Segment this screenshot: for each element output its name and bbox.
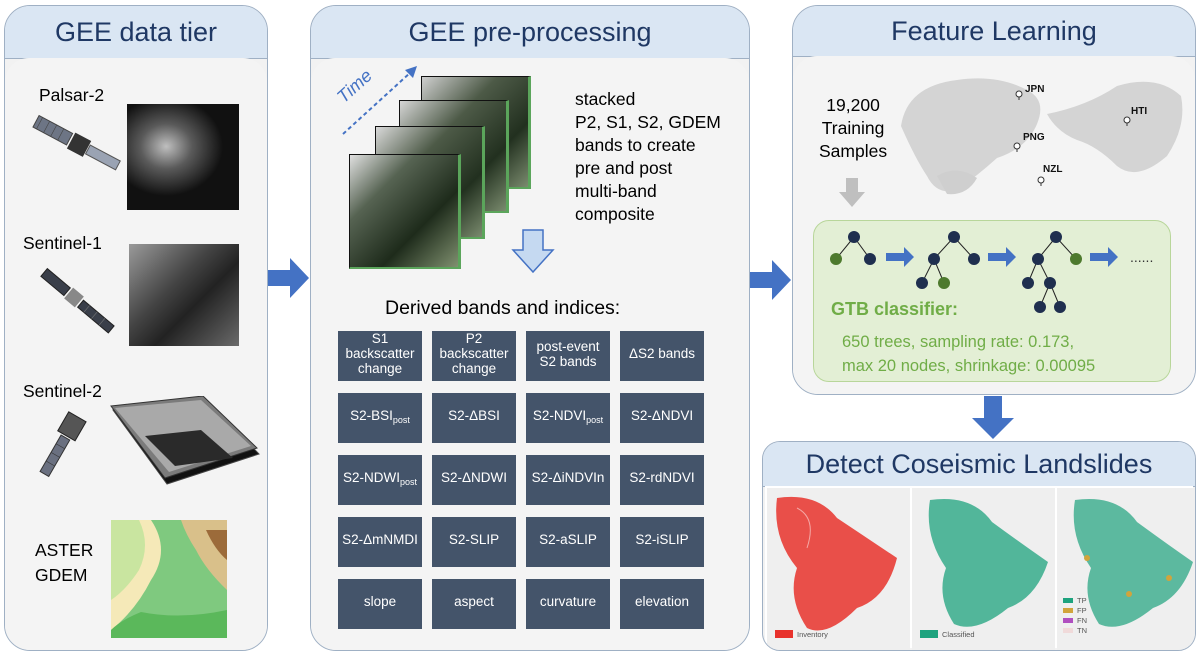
source-label-sentinel1: Sentinel-1 <box>23 233 102 253</box>
band-cell: S2-iSLIP <box>620 517 704 567</box>
legend-tp: TP <box>1077 596 1087 605</box>
panel-data-tier-title: GEE data tier <box>54 16 218 47</box>
band-cell: curvature <box>526 579 610 629</box>
classified-map: Classified <box>912 488 1055 650</box>
band-cell: S2-ΔNDVI <box>620 393 704 443</box>
world-map-icon <box>901 78 1183 195</box>
map-pin-icon <box>1037 176 1045 186</box>
source-label-palsar2: Palsar-2 <box>39 85 105 105</box>
samples-line: Training <box>821 118 885 138</box>
sentinel2-image-stack <box>110 396 260 485</box>
band-cell: S2-ΔmNMDI <box>338 517 422 567</box>
band-cell: S2-SLIP <box>432 517 516 567</box>
band-cell: P2 backscatter change <box>432 331 516 381</box>
tree-ellipsis: ...... <box>1130 249 1154 265</box>
panel-detect-title: Detect Coseismic Landslides <box>805 448 1153 479</box>
source-label-sentinel2: Sentinel-2 <box>23 381 102 401</box>
location-label-hti: HTI <box>1131 106 1148 117</box>
down-arrow-outline <box>511 229 555 274</box>
legend-fp: FP <box>1077 606 1087 615</box>
location-label-nzl: NZL <box>1043 164 1063 175</box>
derived-bands-grid: S1 backscatter change P2 backscatter cha… <box>338 331 704 629</box>
band-cell: S2-NDWIpost <box>338 455 422 505</box>
flow-arrow-right-2 <box>750 260 791 300</box>
samples-line: 19,200 <box>826 95 880 115</box>
gtb-classifier-box: ...... GTB classifier: 650 trees, sampli… <box>813 220 1171 382</box>
panel-preprocessing: GEE pre-processing Time stacked P2, S1, … <box>310 5 750 651</box>
band-cell: aspect <box>432 579 516 629</box>
panel-preprocessing-title: GEE pre-processing <box>408 16 652 47</box>
composite-layer <box>349 154 461 269</box>
stack-text-line: bands to create <box>575 135 696 155</box>
panel-feature-learning: Feature Learning 19,200 Training Samples… <box>792 5 1196 395</box>
band-cell: S2-ΔiNDVIn <box>526 455 610 505</box>
detect-maps: Inventory Classified TP FP <box>765 486 1195 650</box>
band-cell: post-event S2 bands <box>526 331 610 381</box>
palsar2-image <box>127 104 239 210</box>
band-cell: S2-aSLIP <box>526 517 610 567</box>
flow-arrow-right-1 <box>268 258 309 298</box>
accuracy-map: TP FP FN TN <box>1057 488 1195 650</box>
panel-feature-learning-title: Feature Learning <box>891 15 1097 46</box>
band-cell: ΔS2 bands <box>620 331 704 381</box>
stack-text-line: multi-band <box>575 181 657 201</box>
stack-description: stacked P2, S1, S2, GDEM bands to create… <box>575 88 721 226</box>
accuracy-map-drawing: TP FP FN TN <box>1063 498 1193 635</box>
derived-bands-title: Derived bands and indices: <box>385 297 621 319</box>
stack-text-line: composite <box>575 204 655 224</box>
down-arrow-gray <box>839 178 865 207</box>
location-label-jpn: JPN <box>1025 84 1045 95</box>
satellite-palsar-icon <box>32 114 121 171</box>
stack-text-line: stacked <box>575 89 636 109</box>
panel-feature-learning-header: Feature Learning <box>793 6 1195 57</box>
aster-gdem-image <box>111 520 227 638</box>
stack-text-line: pre and post <box>575 158 673 178</box>
composite-stack <box>347 76 547 276</box>
classified-legend-text: Classified <box>942 630 975 639</box>
panel-data-tier-header: GEE data tier <box>5 6 267 59</box>
band-cell: S2-NDVIpost <box>526 393 610 443</box>
band-cell: S1 backscatter change <box>338 331 422 381</box>
satellite-sentinel2-icon <box>39 411 87 478</box>
decision-tree-icon <box>830 231 1118 313</box>
gtb-param-line-1: 650 trees, sampling rate: 0.173, <box>842 333 1075 351</box>
time-arrow <box>342 66 417 135</box>
panel-detect-header: Detect Coseismic Landslides <box>763 442 1195 487</box>
panel-preprocessing-header: GEE pre-processing <box>311 6 749 59</box>
gtb-classifier-title: GTB classifier: <box>831 299 959 319</box>
legend-tn: TN <box>1077 626 1087 635</box>
band-cell: S2-BSIpost <box>338 393 422 443</box>
map-pin-icon <box>1015 90 1023 100</box>
satellite-sentinel1-icon <box>40 267 115 334</box>
inventory-legend-text: Inventory <box>797 630 828 639</box>
band-cell: S2-rdNDVI <box>620 455 704 505</box>
flow-arrow-down <box>972 396 1014 439</box>
inventory-map-drawing: Inventory <box>775 496 897 639</box>
samples-line: Samples <box>819 141 888 161</box>
sentinel1-image <box>129 244 239 346</box>
stack-text-line: P2, S1, S2, GDEM <box>575 112 721 132</box>
aster-label-line2: GDEM <box>35 565 88 585</box>
training-samples-label: 19,200 Training Samples <box>819 94 887 163</box>
band-cell: S2-ΔBSI <box>432 393 516 443</box>
band-cell: elevation <box>620 579 704 629</box>
location-label-png: PNG <box>1023 132 1045 143</box>
inventory-map: Inventory <box>767 488 910 650</box>
panel-data-tier: GEE data tier Palsar-2 Sentinel-1 Sentin… <box>4 5 268 651</box>
classified-map-drawing: Classified <box>920 498 1048 639</box>
gtb-param-line-2: max 20 nodes, shrinkage: 0.00095 <box>842 357 1096 375</box>
panel-detect: Detect Coseismic Landslides Inventory Cl… <box>762 441 1196 651</box>
legend-fn: FN <box>1077 616 1087 625</box>
map-pin-icon <box>1123 116 1131 126</box>
aster-label-line1: ASTER <box>35 540 94 560</box>
band-cell: slope <box>338 579 422 629</box>
map-pin-icon <box>1013 142 1021 152</box>
band-cell: S2-ΔNDWI <box>432 455 516 505</box>
